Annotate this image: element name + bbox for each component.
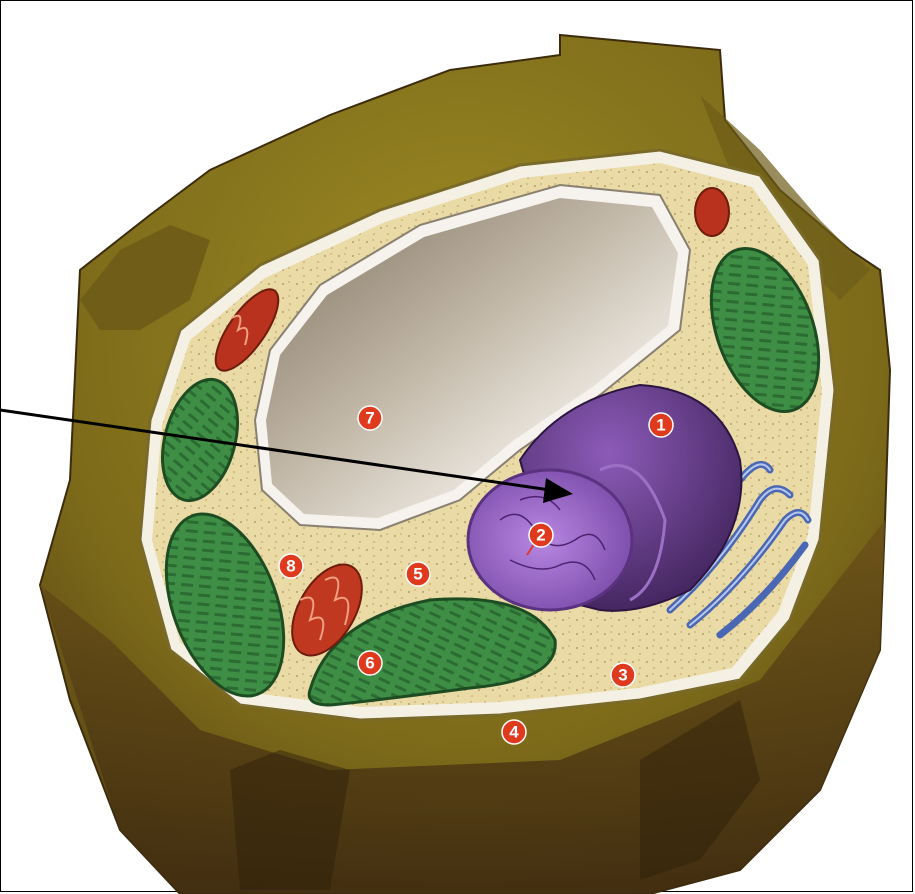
marker-5: 5 [406,562,430,586]
marker-5-label: 5 [413,565,422,584]
marker-4: 4 [502,720,526,744]
marker-7: 7 [358,406,382,430]
marker-8-label: 8 [286,557,295,576]
marker-6-label: 6 [365,654,374,673]
marker-3-label: 3 [618,666,627,685]
marker-2-label: 2 [536,526,545,545]
marker-1-label: 1 [656,416,665,435]
marker-7-label: 7 [365,409,374,428]
marker-8: 8 [279,554,303,578]
marker-2: 2 [529,523,553,547]
marker-4-label: 4 [509,723,519,742]
marker-3: 3 [611,663,635,687]
marker-1: 1 [649,413,673,437]
mitochondrion-top-right [695,188,729,236]
marker-6: 6 [358,651,382,675]
